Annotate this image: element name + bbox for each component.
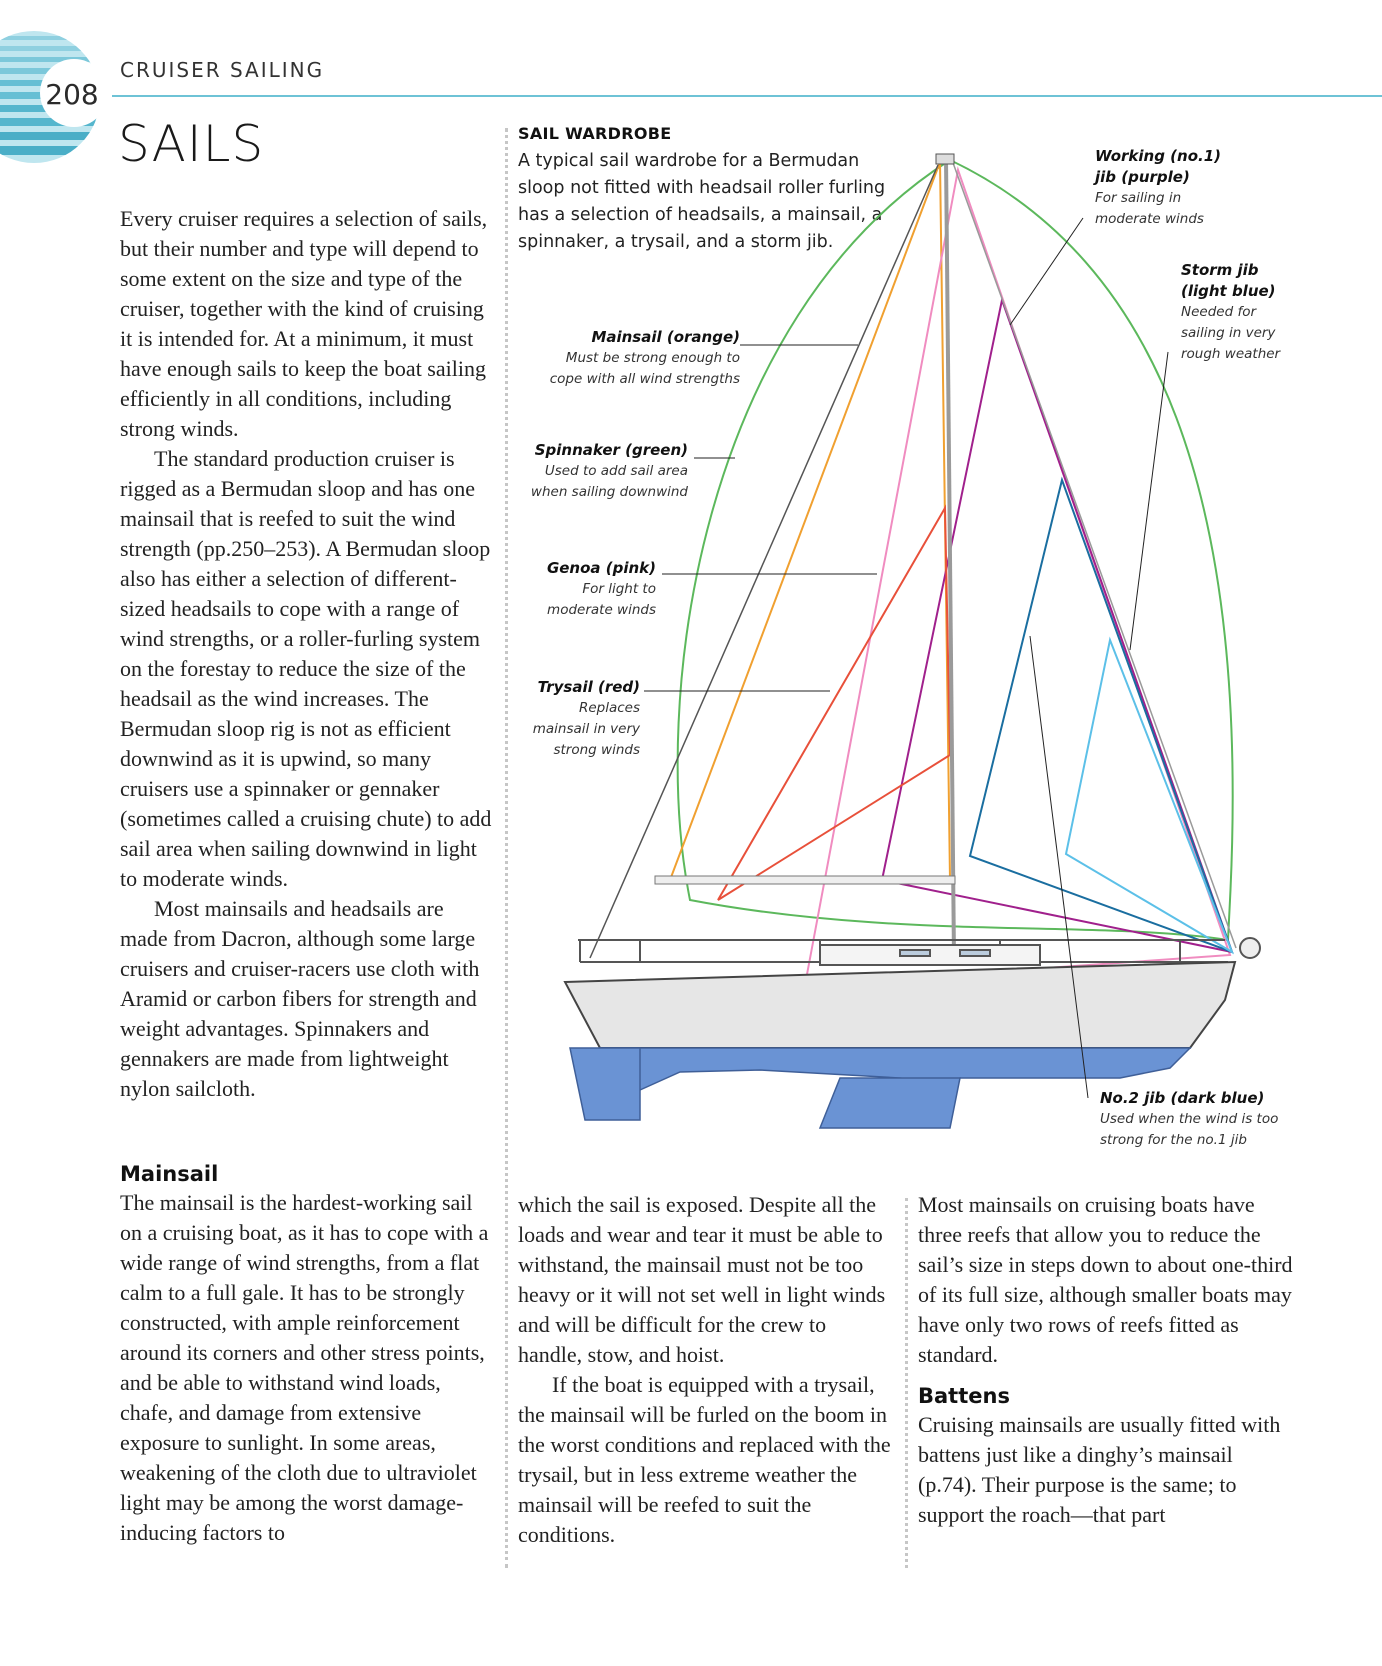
genoa-sail [803, 166, 1232, 987]
battens-paragraph: Cruising mainsails are usually fitted wi… [918, 1412, 1281, 1527]
mainsail-sail [668, 161, 952, 881]
sail-wardrobe-text: A typical sail wardrobe for a Bermudan s… [518, 151, 886, 252]
section-title: CRUISER SAILING [120, 58, 325, 82]
backstay [589, 164, 939, 959]
no2-jib-label-title: No.2 jib (dark blue) [1100, 1089, 1265, 1107]
no2-jib-sail [968, 476, 1234, 954]
label-leaders [644, 217, 1169, 1099]
deck-fittings [578, 937, 1261, 966]
working-jib-label-desc: For sailing in moderate winds [1095, 190, 1204, 227]
masthead [935, 153, 955, 165]
working-jib-label-title: Working (no.1) jib (purple) [1095, 147, 1222, 186]
intro-paragraph: Every cruiser requires a selection of sa… [120, 206, 488, 441]
battens-heading: Battens [918, 1384, 1010, 1408]
column-divider [505, 128, 508, 1568]
forestay [951, 159, 1237, 949]
genoa-label-title: Genoa (pink) [546, 559, 656, 577]
page-number: 208 [45, 78, 99, 111]
intro-paragraph: The standard production cruiser is rigge… [120, 446, 492, 891]
storm-jib-label-title: Storm jib (light blue) [1181, 261, 1276, 300]
page-title: SAILS [118, 115, 265, 173]
intro-paragraph: Most mainsails and headsails are made fr… [120, 896, 480, 1101]
mainsail-paragraph: The mainsail is the hardest-working sail… [120, 1190, 489, 1545]
mainsail-paragraph: Most mainsails on cruising boats have th… [918, 1192, 1293, 1367]
mast [944, 157, 956, 959]
working-jib-sail [880, 296, 1234, 954]
mainsail-section-col3: Most mainsails on cruising boats have th… [918, 1190, 1294, 1530]
column-divider [905, 1198, 908, 1568]
genoa-label: Genoa (pink) For light to moderate winds [530, 558, 656, 621]
spinnaker-label-title: Spinnaker (green) [534, 441, 688, 459]
mainsail-heading: Mainsail [120, 1162, 219, 1186]
keel-fin [818, 1077, 961, 1129]
rudder [569, 1047, 641, 1121]
storm-jib-label-desc: Needed for sailing in very rough weather [1181, 304, 1281, 362]
trysail-label-title: Trysail (red) [537, 678, 640, 696]
mainsail-label-title: Mainsail (orange) [591, 328, 740, 346]
intro-text: Every cruiser requires a selection of sa… [120, 204, 496, 1104]
mainsail-label-desc: Must be strong enough to cope with all w… [549, 350, 740, 387]
trysail-label-desc: Replaces mainsail in very strong winds [532, 700, 640, 758]
trysail-sail [717, 504, 952, 901]
mainsail-label: Mainsail (orange) Must be strong enough … [530, 327, 740, 390]
spinnaker-label-desc: Used to add sail area when sailing downw… [530, 463, 688, 500]
header-rule [112, 95, 1382, 97]
storm-jib-sail [1064, 636, 1234, 955]
mainsail-paragraph: which the sail is exposed. Despite all t… [518, 1192, 886, 1367]
genoa-label-desc: For light to moderate winds [547, 581, 656, 618]
storm-jib-label: Storm jib (light blue) Needed for sailin… [1181, 260, 1291, 365]
hull [563, 960, 1237, 1049]
working-jib-label: Working (no.1) jib (purple) For sailing … [1095, 146, 1225, 230]
no2-jib-label: No.2 jib (dark blue) Used when the wind … [1100, 1088, 1300, 1151]
no2-jib-label-desc: Used when the wind is too strong for the… [1100, 1111, 1279, 1148]
page-number-badge [0, 31, 108, 163]
mainsail-section-col1: Mainsail The mainsail is the hardest-wor… [120, 1160, 498, 1548]
sail-wardrobe-heading: SAIL WARDROBE [518, 124, 672, 143]
mainsail-paragraph: If the boat is equipped with a trysail, … [518, 1372, 891, 1547]
spinnaker-label: Spinnaker (green) Used to add sail area … [516, 440, 688, 503]
spinnaker-sail [676, 158, 1234, 942]
mainsail-section-col2: which the sail is exposed. Despite all t… [518, 1190, 894, 1550]
sail-wardrobe-diagram [563, 153, 1261, 1129]
boom [654, 875, 956, 885]
trysail-label: Trysail (red) Replaces mainsail in very … [520, 677, 640, 761]
